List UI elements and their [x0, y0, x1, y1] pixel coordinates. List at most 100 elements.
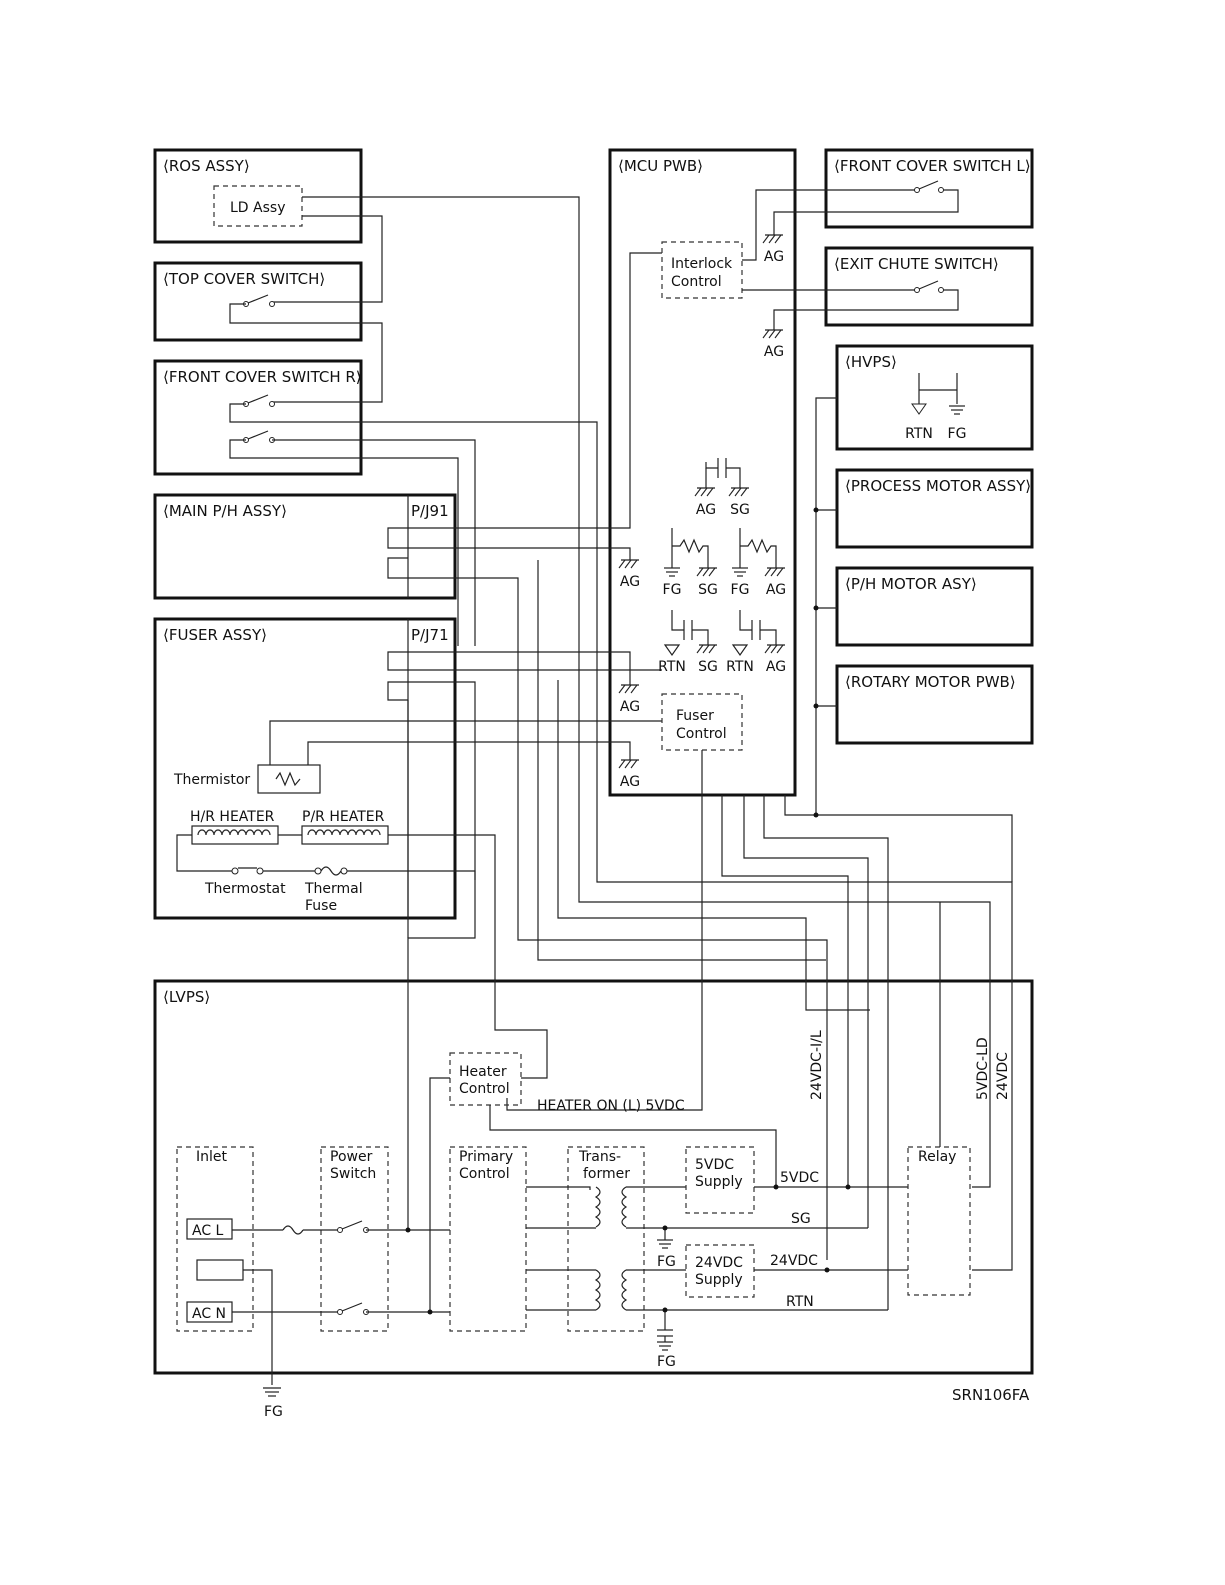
pr-heater-label: P/R HEATER — [302, 809, 385, 825]
ag-ground-label: AG — [620, 574, 640, 590]
front-cover-switch-l-block — [824, 148, 1034, 229]
res-fg-ag-icon — [740, 538, 777, 568]
rtn-ground-label: RTN — [658, 659, 686, 675]
wire-heater-ac — [429, 1077, 450, 1310]
main-ph-assy-block — [153, 493, 457, 600]
mcu-pwb-label: ⟨MCU PWB⟩ — [618, 157, 703, 175]
wire-pj91-interlock — [408, 252, 662, 529]
supply-5vdc-label-1: 5VDC — [695, 1157, 734, 1173]
junction-sg-fg — [662, 1225, 668, 1231]
sg-ground-label: SG — [698, 659, 718, 675]
interlock-control-label-2: Control — [671, 274, 722, 290]
heater-control-label-1: Heater — [459, 1064, 507, 1080]
pj91-pin-loop-1 — [387, 527, 408, 549]
xfmr-secondary-coil-2-icon — [621, 1269, 628, 1311]
wire-mcu-rtn — [763, 795, 889, 1310]
hr-heater-label: H/R HEATER — [190, 809, 275, 825]
pj71-pin-loop-2 — [387, 681, 408, 701]
wire-top-to-front — [229, 303, 383, 403]
v-5vdc-ld-label: 5VDC-LD — [975, 1037, 991, 1100]
exit-chute-switch-contact — [914, 280, 944, 293]
hvps-rtn-icon — [911, 403, 927, 415]
junction-mcu — [813, 812, 819, 818]
junction-ac-l — [405, 1227, 411, 1233]
pr-heater-box — [301, 825, 389, 845]
process-motor-assy-label: ⟨PROCESS MOTOR ASSY⟩ — [845, 477, 1031, 495]
wire-pj71-c — [408, 681, 476, 880]
xfmr-primary-coil-1-icon — [594, 1186, 601, 1228]
fg-ground-icon: FG — [731, 567, 749, 598]
sg-ground-icon: SG — [728, 487, 750, 518]
pj91-label: P/J91 — [411, 502, 449, 520]
lvps-label: ⟨LVPS⟩ — [163, 988, 210, 1006]
xfmr-primary-coil-2-icon — [594, 1269, 601, 1311]
line-24vdc-label: 24VDC — [770, 1253, 818, 1269]
thermal-fuse-label-2: Fuse — [305, 898, 337, 914]
ag-ground-icon: AG — [694, 487, 716, 518]
cap-ag-sg-left — [705, 462, 718, 469]
wire-ld-interlock — [272, 215, 383, 303]
transformer-label-1: Trans- — [578, 1149, 621, 1165]
relay-label: Relay — [918, 1149, 956, 1165]
hr-heater-box — [191, 825, 279, 845]
junction-rotary — [813, 703, 819, 709]
fuser-assy-label: ⟨FUSER ASSY⟩ — [163, 626, 267, 644]
wire-pj71-ag — [408, 651, 631, 685]
power-switch-l-contact — [337, 1220, 369, 1233]
wire-inlet-fg — [243, 1269, 273, 1385]
exit-chute-switch-label: ⟨EXIT CHUTE SWITCH⟩ — [834, 255, 999, 273]
ag-ground-icon: AG — [762, 329, 784, 360]
ag-ground-icon: AG — [618, 759, 640, 790]
ag-ground-icon: AG — [762, 234, 784, 265]
wire-interlock-front-l — [742, 189, 917, 261]
supply-24vdc-label-2: Supply — [695, 1272, 743, 1288]
wire-heater-on — [506, 750, 703, 1111]
process-motor-assy-block — [835, 468, 1034, 549]
ac-l-label: AC L — [192, 1223, 224, 1239]
front-cover-switch-l-contact — [914, 180, 944, 193]
fuser-assy-block — [153, 617, 457, 920]
fg-ground-icon-inlet — [263, 1387, 281, 1397]
primary-control-label-2: Control — [459, 1166, 510, 1182]
ag-ground-icon: AG — [618, 684, 640, 715]
ld-assy-label: LD Assy — [230, 200, 285, 216]
junction-ac-n — [427, 1309, 433, 1315]
power-switch-n-contact — [337, 1302, 369, 1315]
ph-motor-asy-block — [835, 566, 1034, 647]
supply-24vdc-label-1: 24VDC — [695, 1255, 743, 1271]
wire-thermistor-b — [307, 741, 631, 765]
top-cover-switch-label: ⟨TOP COVER SWITCH⟩ — [163, 270, 325, 288]
line-sg-label: SG — [791, 1211, 811, 1227]
ag-ground-label: AG — [696, 502, 716, 518]
line-5vdc-label: 5VDC — [780, 1170, 819, 1186]
ld-assy-box — [213, 185, 303, 227]
relay-box — [907, 1146, 971, 1296]
wire-fuse-to-lvps — [347, 870, 476, 1230]
wire-mcu-sg — [743, 795, 869, 1228]
wire-ld-5vdc-ld — [302, 196, 991, 1188]
inlet-label: Inlet — [196, 1149, 228, 1165]
sg-ground-label: SG — [730, 502, 750, 518]
heater-control-box — [449, 1052, 522, 1106]
hvps-rtn-label: RTN — [905, 426, 933, 442]
ros-assy-label: ⟨ROS ASSY⟩ — [163, 157, 250, 175]
rtn-ground-icon: RTN — [658, 644, 686, 675]
fuser-control-label-1: Fuser — [676, 708, 714, 724]
xfmr-secondary-coil-1-icon — [621, 1186, 628, 1228]
supply-5vdc-label-2: Supply — [695, 1174, 743, 1190]
top-cover-switch-contact — [243, 294, 275, 307]
ag-ground-icon: AG — [764, 644, 786, 675]
ros-assy-block — [153, 148, 363, 244]
v-24vdc-il-label: 24VDC-I/L — [809, 1030, 825, 1100]
power-switch-label-1: Power — [330, 1149, 373, 1165]
front-cover-switch-r-label: ⟨FRONT COVER SWITCH R⟩ — [163, 368, 362, 386]
junction-ph — [813, 605, 819, 611]
cap-ag-sg-right — [726, 467, 741, 488]
thermal-fuse-label-1: Thermal — [304, 881, 363, 897]
fg-terminal — [196, 1259, 244, 1281]
hvps-fg-label: FG — [948, 426, 967, 442]
thermostat-label: Thermostat — [204, 881, 286, 897]
ag-ground-label: AG — [764, 249, 784, 265]
primary-control-label-1: Primary — [459, 1149, 513, 1165]
wire-front-r-c — [229, 439, 459, 646]
